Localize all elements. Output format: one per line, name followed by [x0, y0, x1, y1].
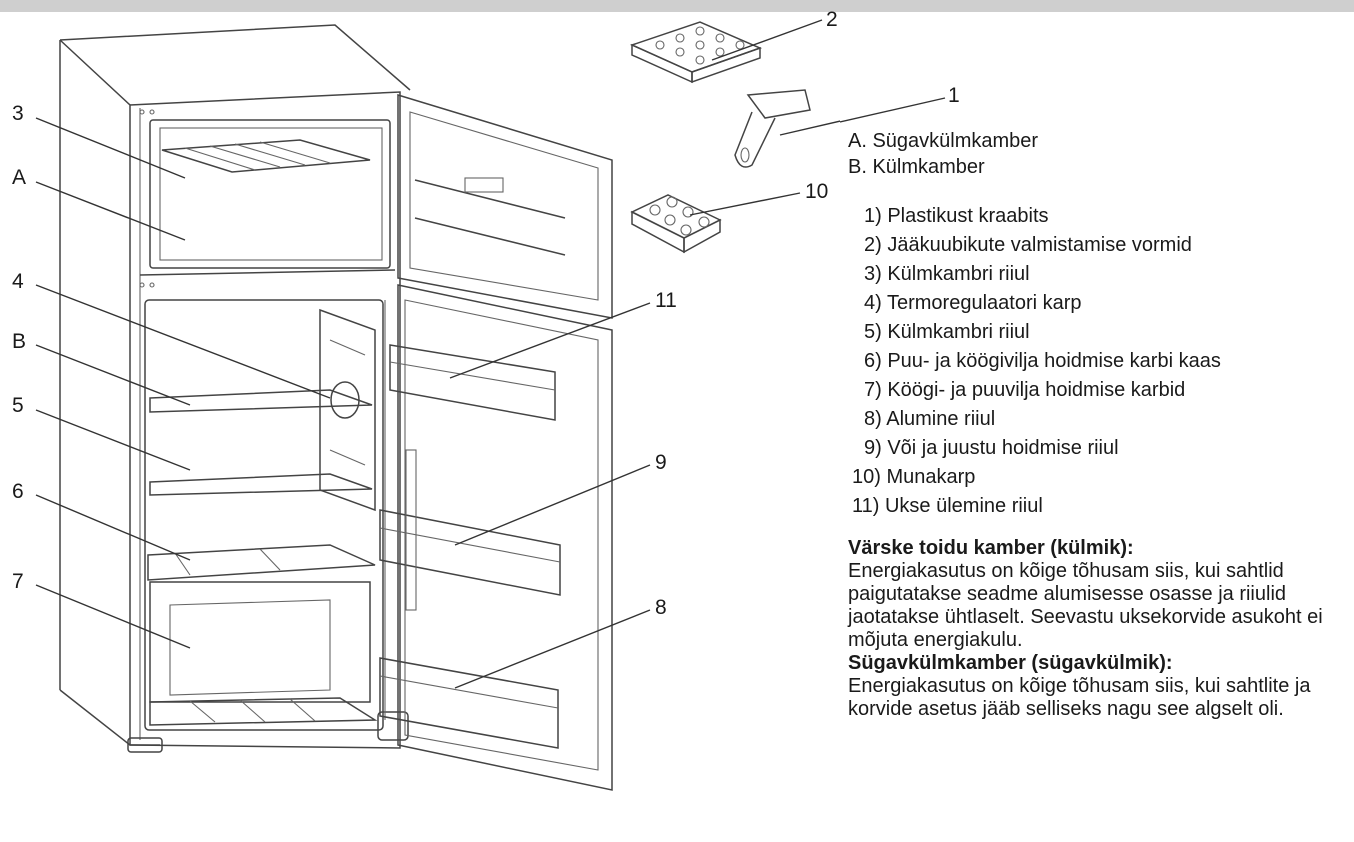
energy-notes: Värske toidu kamber (külmik): Energiakas… [848, 537, 1348, 721]
part-10: 10) Munakarp [852, 466, 976, 488]
leader-4 [35, 284, 331, 399]
callout-9: 9 [655, 451, 667, 474]
callout-a: A [12, 166, 26, 189]
section-a: A. Sügavkülmkamber [848, 130, 1039, 152]
callout-3: 3 [12, 102, 24, 125]
top-band [0, 0, 1354, 12]
part-2: 2) Jääkuubikute valmistamise vormid [864, 234, 1192, 256]
shelf-5 [149, 473, 373, 496]
fridge-cabinet [59, 24, 411, 753]
egg-tray-10 [630, 194, 722, 254]
callout-1: 1 [948, 84, 960, 107]
fridge-diagram: 3 A 4 B 5 6 7 2 10 11 9 8 [12, 8, 840, 791]
callout-8: 8 [655, 596, 667, 619]
callout-4: 4 [12, 270, 24, 293]
leader-10 [689, 192, 801, 216]
part-8: 8) Alumine riiul [864, 408, 996, 430]
freezer-heading: Sügavkülmkamber (sügavkülmik): [848, 652, 1173, 674]
callout-6: 6 [12, 480, 24, 503]
thermostat-box-4 [319, 308, 376, 512]
freezer-shelf-3 [161, 139, 371, 173]
leader-a [35, 181, 186, 241]
callout-b: B [12, 330, 26, 353]
part-6: 6) Puu- ja köögivilja hoidmise karbi kaa… [864, 350, 1221, 372]
fridge-door [379, 284, 613, 791]
crisper-lid-6 [147, 544, 376, 581]
fridge-heading: Värske toidu kamber (külmik): [848, 537, 1134, 559]
door-shelf-8 [379, 657, 559, 749]
freezer-text: Energiakasutus on kõige tõhusam siis, ku… [848, 675, 1311, 720]
fridge-text: Energiakasutus on kõige tõhusam siis, ku… [848, 560, 1323, 651]
part-7: 7) Köögi- ja puuvilja hoidmise karbid [864, 379, 1186, 401]
leader-7 [35, 584, 191, 649]
leader-11 [449, 302, 651, 379]
callout-11: 11 [655, 289, 677, 312]
crisper-drawer-7 [149, 581, 378, 726]
part-5: 5) Külmkambri riiul [864, 321, 1030, 343]
leader-9 [454, 464, 651, 546]
leader-5 [35, 409, 191, 471]
leader-2 [711, 19, 823, 61]
leader-3 [35, 117, 186, 179]
callout-2: 2 [826, 8, 838, 31]
leader-1-ext [840, 97, 946, 123]
door-shelf-11 [389, 344, 556, 421]
part-3: 3) Külmkambri riiul [864, 263, 1030, 285]
leader-b [35, 344, 191, 406]
callout-10: 10 [805, 180, 828, 203]
section-b: B. Külmkamber [848, 156, 985, 178]
legend-panel: A. Sügavkülmkamber B. Külmkamber 1) Plas… [848, 128, 1348, 721]
part-9: 9) Või ja juustu hoidmise riiul [864, 437, 1119, 459]
part-1: 1) Plastikust kraabits [864, 205, 1049, 227]
freezer-door [397, 93, 613, 319]
callout-7: 7 [12, 570, 24, 593]
leader-8 [454, 609, 651, 689]
part-11: 11) Ukse ülemine riiul [852, 495, 1043, 517]
leader-6 [35, 494, 191, 561]
leader-1 [779, 120, 840, 136]
door-shelf-9 [379, 509, 561, 596]
plastic-scraper-1 [734, 89, 811, 168]
ice-cube-tray-2 [629, 21, 763, 84]
section-list: A. Sügavkülmkamber B. Külmkamber [848, 128, 1348, 180]
callout-5: 5 [12, 394, 24, 417]
parts-list: 1) Plastikust kraabits 2) Jääkuubikute v… [848, 202, 1348, 521]
part-4: 4) Termoregulaatori karp [864, 292, 1082, 314]
shelf-b [149, 389, 373, 413]
